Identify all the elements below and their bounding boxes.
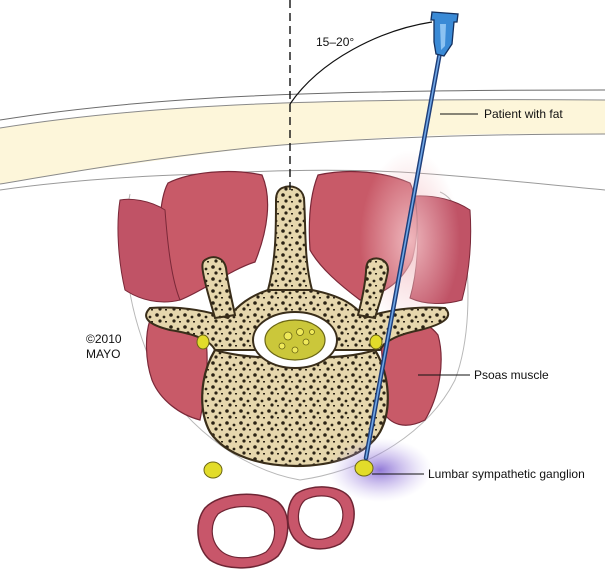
nerve-root (283, 331, 293, 341)
ventral-ramus-right (369, 334, 383, 350)
nerve-root (291, 346, 299, 354)
inferior-vena-cava (197, 493, 289, 569)
ventral-ramus-left (196, 334, 210, 350)
needle-hub-shine (440, 24, 446, 50)
nerve-root (296, 328, 304, 336)
dural-sac (264, 319, 326, 361)
copyright-year: ©2010 (86, 332, 122, 346)
fascia-line (0, 169, 605, 191)
ganglion-label: Lumbar sympathetic ganglion (428, 467, 585, 481)
injectate-spread (328, 438, 432, 502)
needle (363, 11, 459, 461)
nerve-root (278, 342, 286, 350)
subcutaneous-fat-layer (0, 99, 605, 184)
copyright-org: MAYO (86, 347, 120, 361)
patient-label: Patient with fat (484, 107, 563, 121)
spinous-process (266, 185, 314, 296)
nerve-root (302, 338, 310, 346)
skin-outer-line (0, 89, 605, 121)
fat-line-1 (0, 99, 605, 129)
angle-arc (289, 21, 433, 105)
articular-process-right (356, 257, 390, 320)
fat-line-2 (0, 133, 605, 185)
sympathetic-ganglion-left (203, 461, 223, 479)
lateral-muscle-left (117, 198, 181, 303)
sympathetic-ganglion-right (354, 459, 374, 477)
needle-shaft-highlight (365, 51, 441, 459)
angle-label: 15–20° (316, 35, 354, 49)
articular-process-left (201, 256, 237, 320)
aorta (287, 486, 355, 550)
psoas-label: Psoas muscle (474, 368, 549, 382)
nerve-root (309, 329, 315, 335)
